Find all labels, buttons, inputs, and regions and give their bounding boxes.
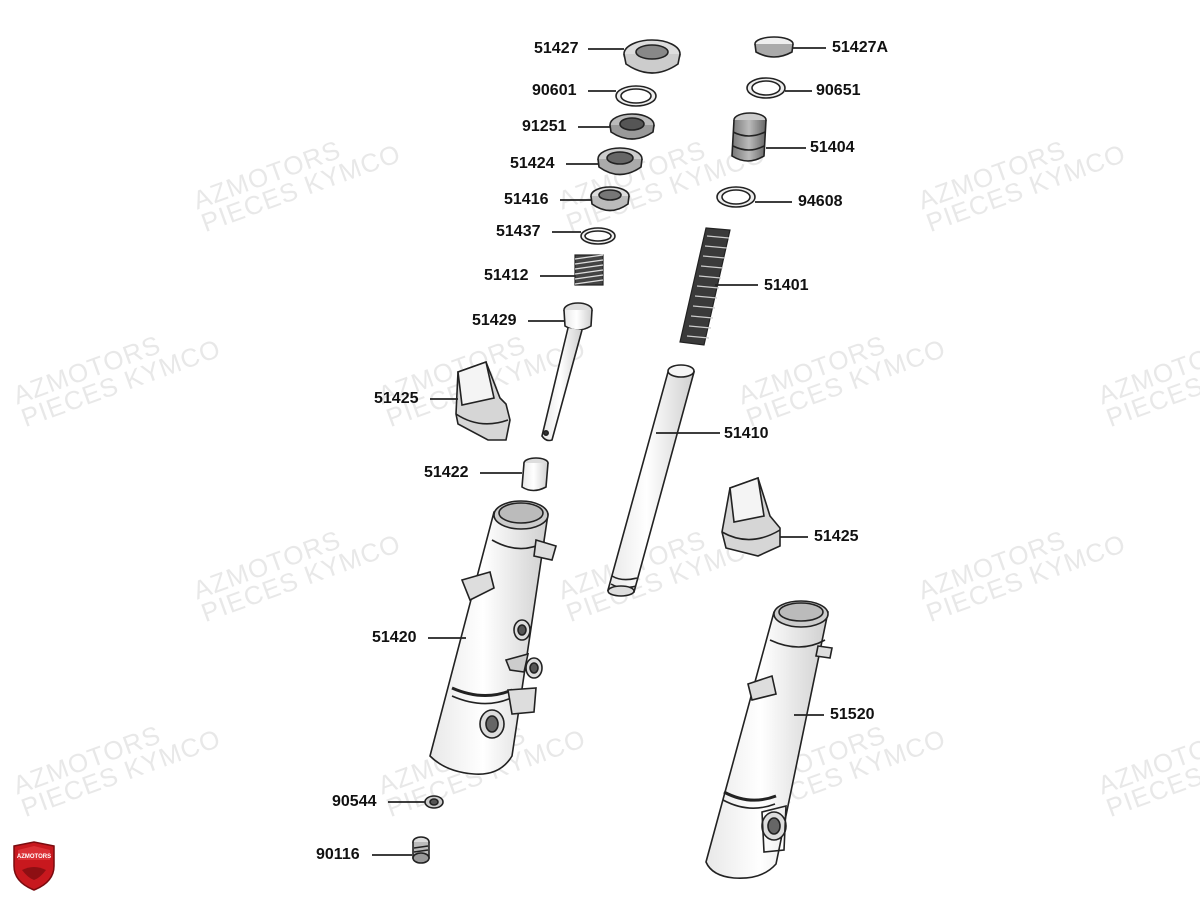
part-51425-guard-left[interactable]: [455, 360, 511, 441]
part-51429-rod[interactable]: [541, 302, 593, 442]
part-label-91251[interactable]: 91251: [522, 118, 567, 135]
part-94608-ring[interactable]: [716, 186, 756, 208]
part-51410-inner-tube[interactable]: [606, 364, 696, 597]
part-label-51429[interactable]: 51429: [472, 312, 517, 329]
part-51420-fork-leg[interactable]: [429, 500, 557, 775]
part-label-51424[interactable]: 51424: [510, 155, 555, 172]
part-label-90601[interactable]: 90601: [532, 82, 577, 99]
part-label-51425-right[interactable]: 51425: [814, 528, 859, 545]
part-label-51437[interactable]: 51437: [496, 223, 541, 240]
part-label-90544[interactable]: 90544: [332, 793, 377, 810]
part-51422-bushing[interactable]: [521, 457, 549, 492]
part-90544-washer[interactable]: [424, 795, 444, 809]
part-label-51420[interactable]: 51420: [372, 629, 417, 646]
part-label-90651[interactable]: 90651: [816, 82, 861, 99]
part-label-51401[interactable]: 51401: [764, 277, 809, 294]
part-91251-seal[interactable]: [609, 113, 655, 140]
part-label-51412[interactable]: 51412: [484, 267, 529, 284]
part-51437-ring[interactable]: [580, 227, 616, 245]
part-51520-fork-leg[interactable]: [705, 600, 833, 880]
part-51416-bushing[interactable]: [590, 186, 630, 212]
part-51404-spacer[interactable]: [731, 112, 767, 162]
part-label-90116[interactable]: 90116: [316, 846, 360, 863]
part-51427A-cap[interactable]: [754, 36, 794, 58]
part-90651-ring[interactable]: [746, 77, 786, 99]
part-label-94608[interactable]: 94608: [798, 193, 843, 210]
part-90601-ring[interactable]: [615, 85, 657, 107]
part-label-51520[interactable]: 51520: [830, 706, 875, 723]
part-label-51410[interactable]: 51410: [724, 425, 769, 442]
azmotors-shield-logo: AZMOTORS: [13, 841, 55, 891]
part-90116-bolt[interactable]: [412, 836, 430, 864]
part-51412-spring[interactable]: [574, 254, 604, 286]
part-label-51404[interactable]: 51404: [810, 139, 855, 156]
leader-lines: [372, 47, 826, 856]
part-label-51425-left[interactable]: 51425: [374, 390, 419, 407]
part-label-51427[interactable]: 51427: [534, 40, 579, 57]
part-label-51427A[interactable]: 51427A: [832, 39, 889, 56]
part-label-51416[interactable]: 51416: [504, 191, 549, 208]
part-label-51422[interactable]: 51422: [424, 464, 469, 481]
part-51424-bushing[interactable]: [597, 147, 643, 176]
part-51427-cap[interactable]: [623, 39, 681, 74]
part-51401-spring[interactable]: [679, 227, 731, 346]
svg-text:AZMOTORS: AZMOTORS: [17, 854, 51, 860]
part-51425-guard-right[interactable]: [721, 476, 781, 557]
